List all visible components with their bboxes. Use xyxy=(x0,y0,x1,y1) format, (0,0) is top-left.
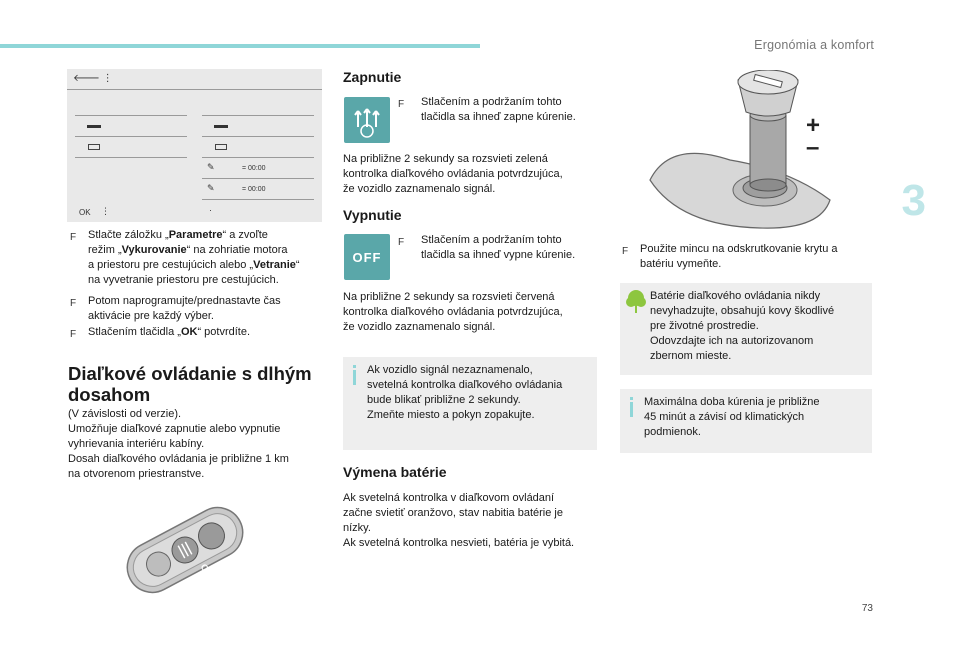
info-signal-text: Ak vozidlo signál nezaznamenalo, sveteln… xyxy=(367,364,563,421)
menu-icon: ⋮ xyxy=(101,206,110,216)
bullet-mark: F xyxy=(622,246,629,257)
divider xyxy=(75,136,187,137)
divider xyxy=(202,136,314,137)
edit-icon: ✎ xyxy=(207,183,215,193)
divider xyxy=(202,178,314,179)
bullet-mark: F xyxy=(398,237,405,248)
bullet-mark: F xyxy=(70,329,77,340)
plus-sign: + xyxy=(806,112,821,139)
bullet-mark: F xyxy=(70,298,77,309)
info-box-heating-time: Maximálna doba kúrenia je približne 45 m… xyxy=(620,389,872,453)
off-button-icon: OFF xyxy=(344,234,390,280)
heading-vypnutie: Vypnutie xyxy=(343,207,402,223)
page-header-title: Ergonómia a komfort xyxy=(754,38,874,52)
coin-instruction: Použite mincu na odskrutkovanie krytu a … xyxy=(640,243,838,270)
battery-description: Ak svetelná kontrolka v diaľkovom ovláda… xyxy=(343,492,575,549)
heat-button-icon xyxy=(344,97,390,143)
divider xyxy=(202,199,314,200)
dash-icon xyxy=(214,125,228,128)
header-accent-bar xyxy=(0,44,480,48)
divider xyxy=(202,157,314,158)
toggle-icon xyxy=(215,144,227,150)
page-number: 73 xyxy=(861,603,873,614)
heading-vymena-baterie: Výmena batérie xyxy=(343,464,447,480)
battery-cover-illustration xyxy=(649,70,831,229)
edit-icon: ✎ xyxy=(207,162,215,172)
info-icon xyxy=(353,365,356,368)
info-icon-bar xyxy=(353,370,356,385)
info-heating-time-text: Maximálna doba kúrenia je približne 45 m… xyxy=(644,396,820,438)
remote-off-text: OFF xyxy=(199,562,219,583)
chapter-number: 3 xyxy=(901,176,926,225)
bullet-mark: F xyxy=(70,232,77,243)
eco-box: Batérie diaľkového ovládania nikdy nevyh… xyxy=(620,283,872,375)
divider xyxy=(202,115,314,116)
vypnutie-instruction: Stlačením a podržaním tohto tlačidla sa … xyxy=(421,234,576,261)
zapnutie-instruction: Stlačením a podržaním tohto tlačidla sa … xyxy=(421,96,576,123)
eco-text: Batérie diaľkového ovládania nikdy nevyh… xyxy=(650,290,835,362)
timer-value-1: = 00:00 xyxy=(242,165,266,172)
instruction-ok: Stlačením tlačidla „OK“ potvrdíte. xyxy=(88,326,251,338)
divider xyxy=(75,115,187,116)
info-icon-bar xyxy=(630,402,633,417)
instruction-parametre: Stlačte záložku „Parametre“ a zvoľte rež… xyxy=(88,229,300,286)
dash-icon xyxy=(87,125,101,128)
back-menu-icons: 🡐 ⋮ xyxy=(73,73,113,84)
zapnutie-confirmation: Na približne 2 sekundy sa rozsvieti zele… xyxy=(343,153,563,195)
heading-zapnutie: Zapnutie xyxy=(343,69,402,85)
dot-mark: · xyxy=(209,205,212,215)
remote-control-illustration: OFF xyxy=(126,506,244,594)
divider xyxy=(67,89,322,90)
info-icon xyxy=(630,397,633,400)
divider xyxy=(75,157,187,158)
section-heading-remote: Diaľkové ovládanie s dlhým dosahom xyxy=(68,363,312,405)
toggle-icon xyxy=(88,144,100,150)
ok-label: OK xyxy=(79,208,91,217)
info-box-signal: Ak vozidlo signál nezaznamenalo, sveteln… xyxy=(343,357,597,450)
display-screen-illustration: 🡐 ⋮ ✎ = 00:00 ✎ = 00:00 OK ⋮ · xyxy=(67,69,322,222)
timer-value-2: = 00:00 xyxy=(242,186,266,193)
bullet-mark: F xyxy=(398,99,405,110)
instruction-program: Potom naprogramujte/prednastavte čas akt… xyxy=(88,295,281,322)
tree-icon xyxy=(626,290,646,313)
remote-description: (V závislosti od verzie). Umožňuje diaľk… xyxy=(68,408,289,480)
minus-sign: – xyxy=(806,134,820,161)
vypnutie-confirmation: Na približne 2 sekundy sa rozsvieti červ… xyxy=(343,291,563,333)
